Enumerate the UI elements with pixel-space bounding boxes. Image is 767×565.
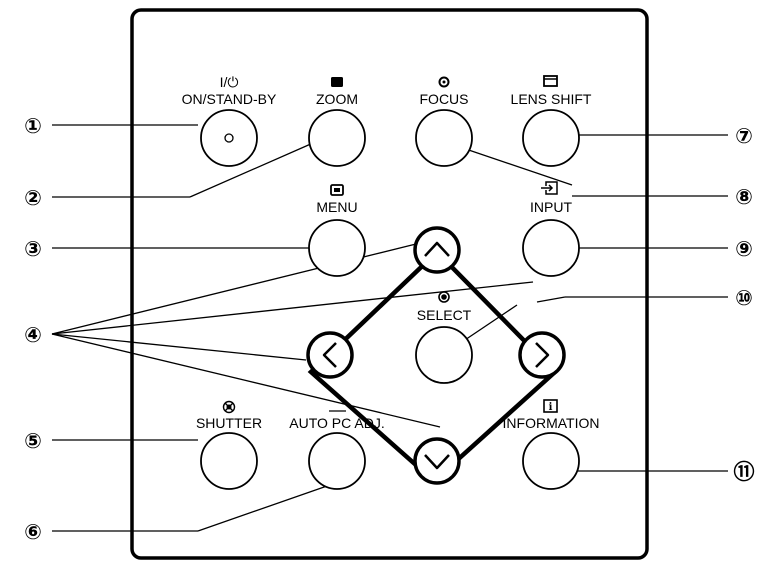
arrow-left-button[interactable] (306, 331, 354, 379)
input-button[interactable] (522, 219, 580, 277)
auto-pc-adj-label: AUTO PC ADJ. (289, 415, 384, 431)
callout-7: ⑦ (735, 124, 753, 148)
lens-shift-button[interactable] (522, 109, 580, 167)
shutter-label: SHUTTER (196, 415, 262, 431)
arrow-up-button[interactable] (413, 226, 461, 274)
leader-4d (51, 333, 441, 428)
zoom-label: ZOOM (316, 91, 358, 107)
control-panel-outline (130, 8, 649, 560)
power-indicator-icon (224, 133, 234, 143)
leader-6b (197, 485, 328, 532)
callout-8: ⑧ (735, 185, 753, 209)
leader-10a (536, 296, 566, 303)
select-icon (438, 291, 450, 303)
power-symbol-label: I/⏻ (220, 74, 239, 90)
menu-label: MENU (316, 199, 357, 215)
lens-shift-icon (543, 75, 558, 87)
callout-6: ⑥ (24, 520, 42, 544)
callout-5: ⑤ (24, 429, 42, 453)
chevron-right-icon (535, 342, 550, 368)
zoom-icon (331, 77, 343, 87)
select-label: SELECT (417, 307, 472, 323)
information-label: INFORMATION (503, 415, 600, 431)
callout-1: ① (24, 114, 42, 138)
shutter-icon (222, 400, 236, 414)
information-icon (543, 399, 558, 413)
leader-lines (51, 124, 728, 532)
focus-icon (438, 76, 450, 88)
arrow-down-button[interactable] (413, 437, 461, 485)
callout-2: ② (24, 186, 42, 210)
on-standby-group: I/⏻ ON/STAND-BY (182, 74, 277, 107)
input-label: INPUT (530, 199, 572, 215)
callout-9: ⑨ (735, 237, 753, 261)
arrow-right-button[interactable] (518, 331, 566, 379)
leader-4b (51, 281, 534, 335)
callout-4: ④ (24, 323, 42, 347)
svg-text:i: i (549, 402, 553, 413)
callout-3: ③ (24, 237, 42, 261)
input-icon (541, 181, 558, 195)
callout-10: ⑩ (735, 286, 753, 310)
chevron-down-icon (424, 454, 450, 470)
shutter-button[interactable] (200, 432, 258, 490)
chevron-up-icon (424, 241, 450, 257)
focus-button[interactable] (415, 109, 473, 167)
menu-icon (330, 184, 344, 196)
select-button[interactable] (415, 326, 473, 384)
menu-button[interactable] (308, 219, 366, 277)
focus-label: FOCUS (420, 91, 469, 107)
on-standby-button[interactable] (200, 109, 258, 167)
lens-shift-label: LENS SHIFT (511, 91, 592, 107)
auto-pc-adj-button[interactable] (308, 432, 366, 490)
leader-2b (189, 142, 314, 198)
zoom-button[interactable] (308, 109, 366, 167)
information-button[interactable] (522, 432, 580, 490)
leader-4c (51, 333, 307, 361)
on-standby-label: ON/STAND-BY (182, 91, 277, 107)
chevron-left-icon (322, 342, 337, 368)
callout-11: ⑪ (734, 460, 755, 484)
